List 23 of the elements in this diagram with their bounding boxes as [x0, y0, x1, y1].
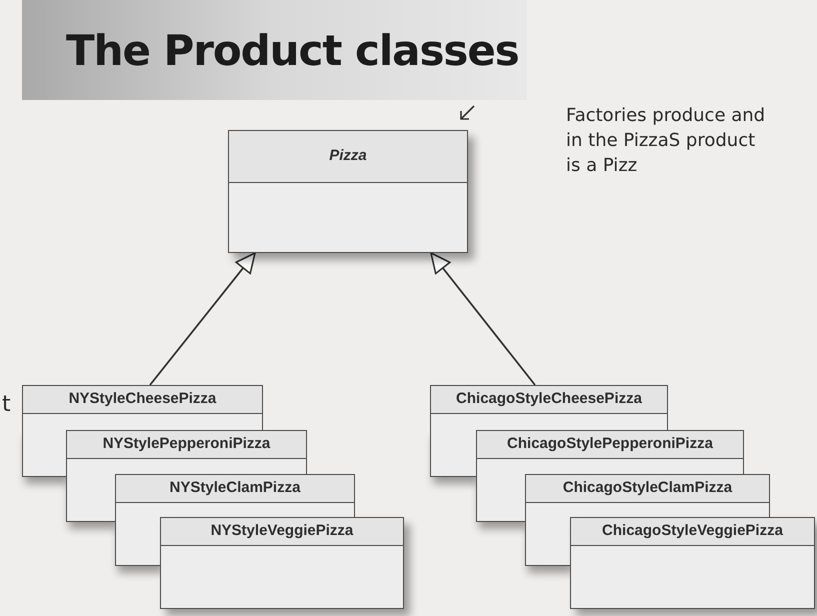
class-name: Pizza	[329, 146, 367, 166]
class-box	[115, 474, 355, 517]
inheritance-arrow	[149, 252, 256, 386]
class-name: ChicagoStyleCheesePizza	[456, 389, 642, 410]
class-box	[228, 130, 468, 253]
class-name: NYStyleClamPizza	[170, 478, 300, 498]
class-name: NYStyleCheesePizza	[68, 389, 216, 410]
title: The Product classes	[66, 24, 519, 76]
class-box	[525, 474, 770, 517]
text-fragment: t	[2, 391, 11, 419]
class-name: ChicagoStyleVeggiePizza	[602, 521, 783, 542]
class-box	[570, 517, 815, 609]
inheritance-arrow	[430, 252, 536, 386]
class-name: ChicagoStyleClamPizza	[562, 478, 732, 498]
class-name: NYStyleVeggiePizza	[210, 521, 354, 542]
handwritten-note: Factories produce and in the PizzaS product is a Pizz	[566, 105, 766, 176]
class-box	[476, 430, 744, 474]
class-box	[160, 517, 404, 609]
class-box	[430, 385, 668, 430]
class-box	[66, 430, 307, 474]
class-name: ChicagoStylePepperoniPizza	[507, 434, 713, 454]
class-box	[22, 385, 263, 430]
class-name: NYStylePepperoniPizza	[102, 434, 270, 454]
